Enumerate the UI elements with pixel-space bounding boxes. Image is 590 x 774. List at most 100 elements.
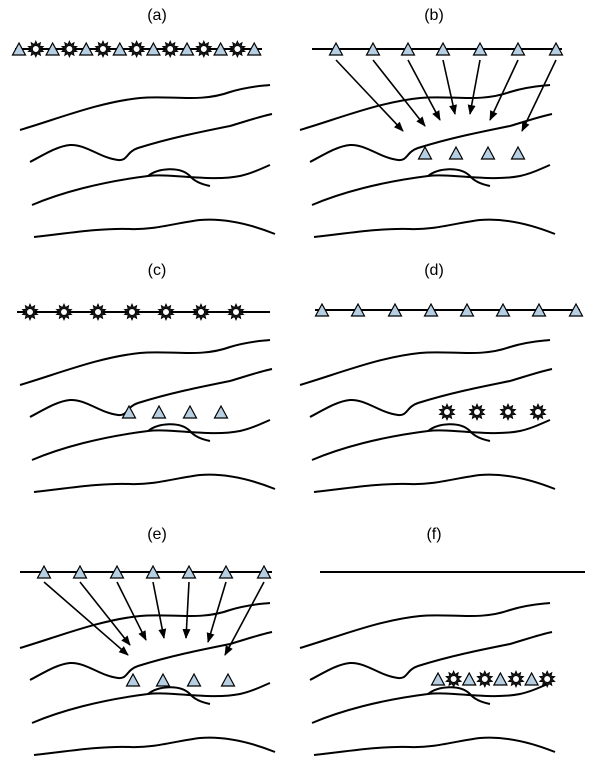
panel-e-layer-2	[29, 631, 273, 681]
panel-b-layer-1	[299, 84, 551, 131]
panel-b-ray-7	[521, 59, 557, 132]
panel-d-surface-receiver-2	[350, 302, 366, 317]
panel-c-source-5-core	[162, 308, 170, 316]
panel-f-layer-1	[299, 602, 551, 649]
panel-e-layer-4	[147, 686, 211, 705]
panel-d-buried-source-1-core	[443, 408, 451, 416]
panel-a-receiver-4	[78, 41, 94, 56]
panel-c-source-3-core	[94, 308, 102, 316]
panel-f-buried-source-2-core	[480, 675, 489, 683]
panel-c-layer-1	[19, 339, 271, 386]
panel-d-label: (d)	[424, 262, 444, 279]
panel-c-buried-receiver-1	[121, 404, 137, 419]
panel-b-layer-4	[427, 168, 491, 187]
panel-f-buried-source-3-core	[512, 675, 520, 683]
panel-d-buried-source-2-core	[473, 408, 481, 416]
panel-b-buried-receiver-4	[510, 145, 526, 160]
panel-a-receiver-10	[179, 41, 195, 56]
panel-d-buried-source-3-core	[504, 408, 512, 416]
panel-c-source-4-core	[128, 308, 136, 316]
panel-e-buried-receiver-4	[220, 672, 236, 687]
panel-b-surface-receiver-4	[435, 41, 451, 56]
panel-d-layer-2	[309, 368, 553, 418]
panel-a-source-1-core	[31, 45, 40, 53]
panel-e-ray-5	[182, 581, 191, 639]
panel-c-source-1-core	[26, 308, 34, 316]
panel-b-ray-2	[372, 59, 426, 127]
panel-c-buried-receiver-4	[213, 404, 229, 419]
panel-a-layer-3	[31, 164, 271, 206]
panel-b-ray-4	[442, 59, 457, 115]
panel-c-layer-2	[29, 368, 273, 418]
panel-e-surface-receiver-5	[181, 564, 197, 579]
panel-e-ray-1	[43, 581, 129, 656]
panel-e-ray-2	[79, 581, 131, 646]
panel-c-source-6-core	[197, 308, 205, 316]
panel-f-buried-receiver-1	[430, 671, 446, 686]
panel-c-layer-3	[31, 419, 271, 461]
panel-b-buried-receiver-1	[417, 145, 433, 160]
panel-b-ray-3	[407, 59, 441, 121]
panel-e-layer-1	[19, 602, 271, 649]
panel-a-source-9-core	[166, 45, 175, 53]
panel-b-ray-1	[335, 59, 404, 132]
panel-f-layer-4	[427, 686, 491, 705]
panel-f-layer-3	[311, 682, 551, 724]
panel-a-source-7-core	[132, 45, 141, 53]
panel-e-ray-3	[116, 581, 147, 641]
panel-d-layer-3	[311, 419, 551, 461]
panel-b-buried-receiver-3	[480, 145, 496, 160]
panel-a-source-3-core	[65, 45, 74, 53]
panel-a-source-11-core	[200, 45, 208, 53]
panel-a-source-13-core	[233, 45, 242, 53]
panel-f-buried-receiver-4	[524, 671, 540, 686]
panel-b-surface-receiver-1	[328, 41, 344, 56]
panel-e-surface-receiver-4	[145, 564, 161, 579]
panel-a-receiver-12	[213, 41, 229, 56]
panel-e-surface-receiver-6	[218, 564, 234, 579]
panel-a-layer-5	[33, 218, 276, 238]
panel-d-layer-1	[299, 339, 551, 386]
panel-b-surface-receiver-3	[400, 41, 416, 56]
panel-c-buried-receiver-2	[151, 404, 167, 419]
panel-e-buried-receiver-1	[125, 672, 141, 687]
panel-d-surface-receiver-4	[423, 302, 439, 317]
panel-a-label: (a)	[147, 7, 167, 24]
panel-b-layer-3	[311, 164, 551, 206]
panel-b-label: (b)	[424, 7, 444, 24]
panel-b-layer-5	[313, 218, 556, 238]
panel-c-layer-4	[147, 423, 211, 442]
panel-e-buried-receiver-2	[155, 672, 171, 687]
panel-f-label: (f)	[426, 526, 442, 543]
panel-a-source-5-core	[99, 45, 107, 53]
panel-a-receiver-6	[112, 41, 128, 56]
panel-a-layer-1	[19, 84, 271, 131]
panel-e-surface-receiver-2	[72, 564, 88, 579]
panel-d-surface-receiver-6	[495, 302, 511, 317]
panel-d-surface-receiver-3	[387, 302, 403, 317]
panel-d-buried-source-4-core	[534, 408, 542, 416]
panel-b-ray-6	[489, 59, 519, 121]
panel-c-buried-receiver-3	[182, 404, 198, 419]
panel-d-surface-receiver-1	[314, 302, 330, 317]
panel-a-receiver-0	[11, 41, 27, 56]
panel-b-surface-receiver-6	[510, 41, 526, 56]
panel-a-receiver-2	[45, 41, 61, 56]
panel-c-layer-5	[33, 473, 276, 493]
panel-a-layer-2	[29, 113, 273, 163]
panel-e-ray-7	[224, 581, 265, 656]
panel-f-layer-2	[309, 631, 553, 681]
panel-d-layer-5	[313, 473, 556, 493]
panel-f-buried-receiver-2	[461, 671, 477, 686]
panel-a-receiver-8	[145, 41, 161, 56]
panel-b-surface-receiver-7	[548, 41, 564, 56]
panel-e-surface-receiver-3	[109, 564, 125, 579]
panel-f-buried-source-4-core	[543, 675, 551, 683]
panel-e-ray-4	[152, 581, 167, 639]
panel-e-layer-3	[31, 682, 271, 724]
panel-e-buried-receiver-3	[186, 672, 202, 687]
panel-d-surface-receiver-5	[459, 302, 475, 317]
panel-f-buried-receiver-3	[492, 671, 508, 686]
